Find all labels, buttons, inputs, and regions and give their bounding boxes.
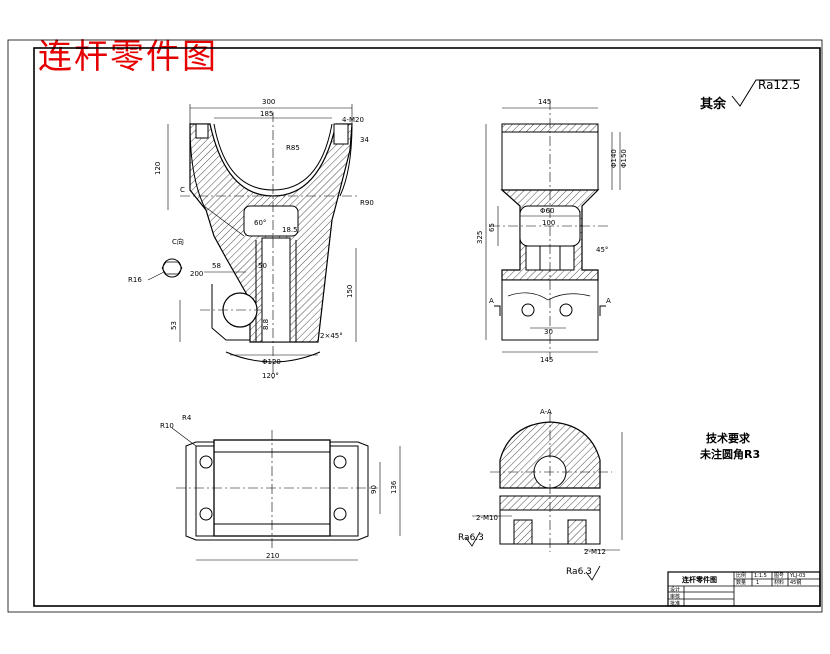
- dim-bottom: Φ120: [262, 358, 281, 366]
- drawing-title: 连杆零件图: [38, 37, 218, 77]
- shaft-bore: [261, 237, 291, 343]
- plan-dim-r2: R4: [182, 414, 192, 422]
- window-slot: [243, 205, 299, 237]
- hole-right-label: 2-M12: [584, 548, 606, 556]
- title-block-c1v: 1:1.5: [754, 573, 767, 579]
- side-dim-phi: Φ60: [540, 207, 554, 215]
- title-block-r2: 审核: [670, 593, 680, 600]
- title-block-c3v: 1: [756, 580, 759, 586]
- side-dim-65: 65: [488, 223, 496, 232]
- side-dim-30: 30: [544, 328, 553, 336]
- side-dim-top: 145: [538, 98, 551, 106]
- plan-dim-r1: R10: [160, 422, 174, 430]
- dim-right-top: 4-M20: [342, 116, 364, 124]
- side-dim-100: 100: [542, 219, 555, 227]
- dim-c-view: C向: [172, 237, 184, 246]
- dim-l50: 50: [258, 262, 267, 270]
- dim-slot: 2×45°: [320, 332, 343, 340]
- title-block-name: 连杆零件图: [682, 575, 717, 584]
- hole-left-label: 2-M10: [476, 514, 498, 522]
- side-dim-325: 325: [476, 231, 484, 244]
- dim-right-side: 34: [360, 136, 369, 144]
- dim-h150: 150: [346, 285, 354, 298]
- roughness-b: Ra6.3: [566, 567, 592, 577]
- section-aa-view: [465, 412, 623, 581]
- roughness-other-symbol: [731, 79, 800, 107]
- dim-c-label: C: [180, 186, 185, 194]
- dim-top-width: 300: [262, 98, 275, 106]
- tech-line-1: 未注圆角R3: [699, 447, 760, 461]
- side-view: [485, 100, 621, 360]
- dim-r16: R16: [128, 276, 142, 284]
- plan-view: [171, 427, 401, 561]
- dim-angle: 60°: [254, 219, 266, 227]
- section-mark-right: A: [606, 297, 611, 305]
- title-block-c4v: 45钢: [790, 579, 801, 586]
- side-dim-right-a: Φ140: [610, 149, 618, 168]
- side-dim-right-b: Φ150: [620, 149, 628, 168]
- tech-heading: 技术要求: [706, 431, 751, 445]
- inner-border: [33, 47, 821, 607]
- front-view: [147, 104, 360, 380]
- bolt-head: [333, 123, 349, 145]
- dim-small: 18.5: [282, 226, 298, 234]
- roughness-other-label: 其余: [700, 96, 727, 112]
- dim-left-height: 120: [154, 162, 162, 175]
- title-block: [667, 571, 821, 607]
- roughness-a: Ra6.3: [458, 533, 484, 543]
- title-block-c2v: YLJ-03: [789, 573, 805, 579]
- dim-r-inner: R85: [286, 144, 300, 152]
- title-block-r3: 批准: [670, 600, 680, 607]
- title-block-c3: 数量: [736, 579, 746, 586]
- dim-h2: 8.8: [262, 319, 270, 330]
- dim-bottom-angle: 120°: [262, 372, 279, 380]
- c-view-hex: [162, 258, 182, 278]
- dim-top-inner: 185: [260, 110, 273, 118]
- title-block-r1: 设计: [670, 586, 680, 593]
- section-mark-left: A: [489, 297, 494, 305]
- side-dim-bottom: 145: [540, 356, 553, 364]
- title-block-c4: 材料: [774, 579, 784, 586]
- plan-dim-210: 210: [266, 552, 279, 560]
- outer-border: [7, 39, 823, 613]
- title-block-c2: 图号: [774, 573, 784, 579]
- section-label: A-A: [540, 408, 552, 416]
- dim-h53: 53: [170, 321, 178, 330]
- side-dim-angle: 45°: [596, 246, 608, 254]
- title-block-c1: 比例: [736, 572, 746, 579]
- roughness-other-value: Ra12.5: [758, 78, 800, 92]
- dim-r-outer: R90: [360, 199, 374, 207]
- dim-l200: 200: [190, 270, 203, 278]
- dim-l58: 58: [212, 262, 221, 270]
- plan-dim-90: 90: [370, 485, 378, 494]
- plan-dim-136: 136: [390, 480, 398, 494]
